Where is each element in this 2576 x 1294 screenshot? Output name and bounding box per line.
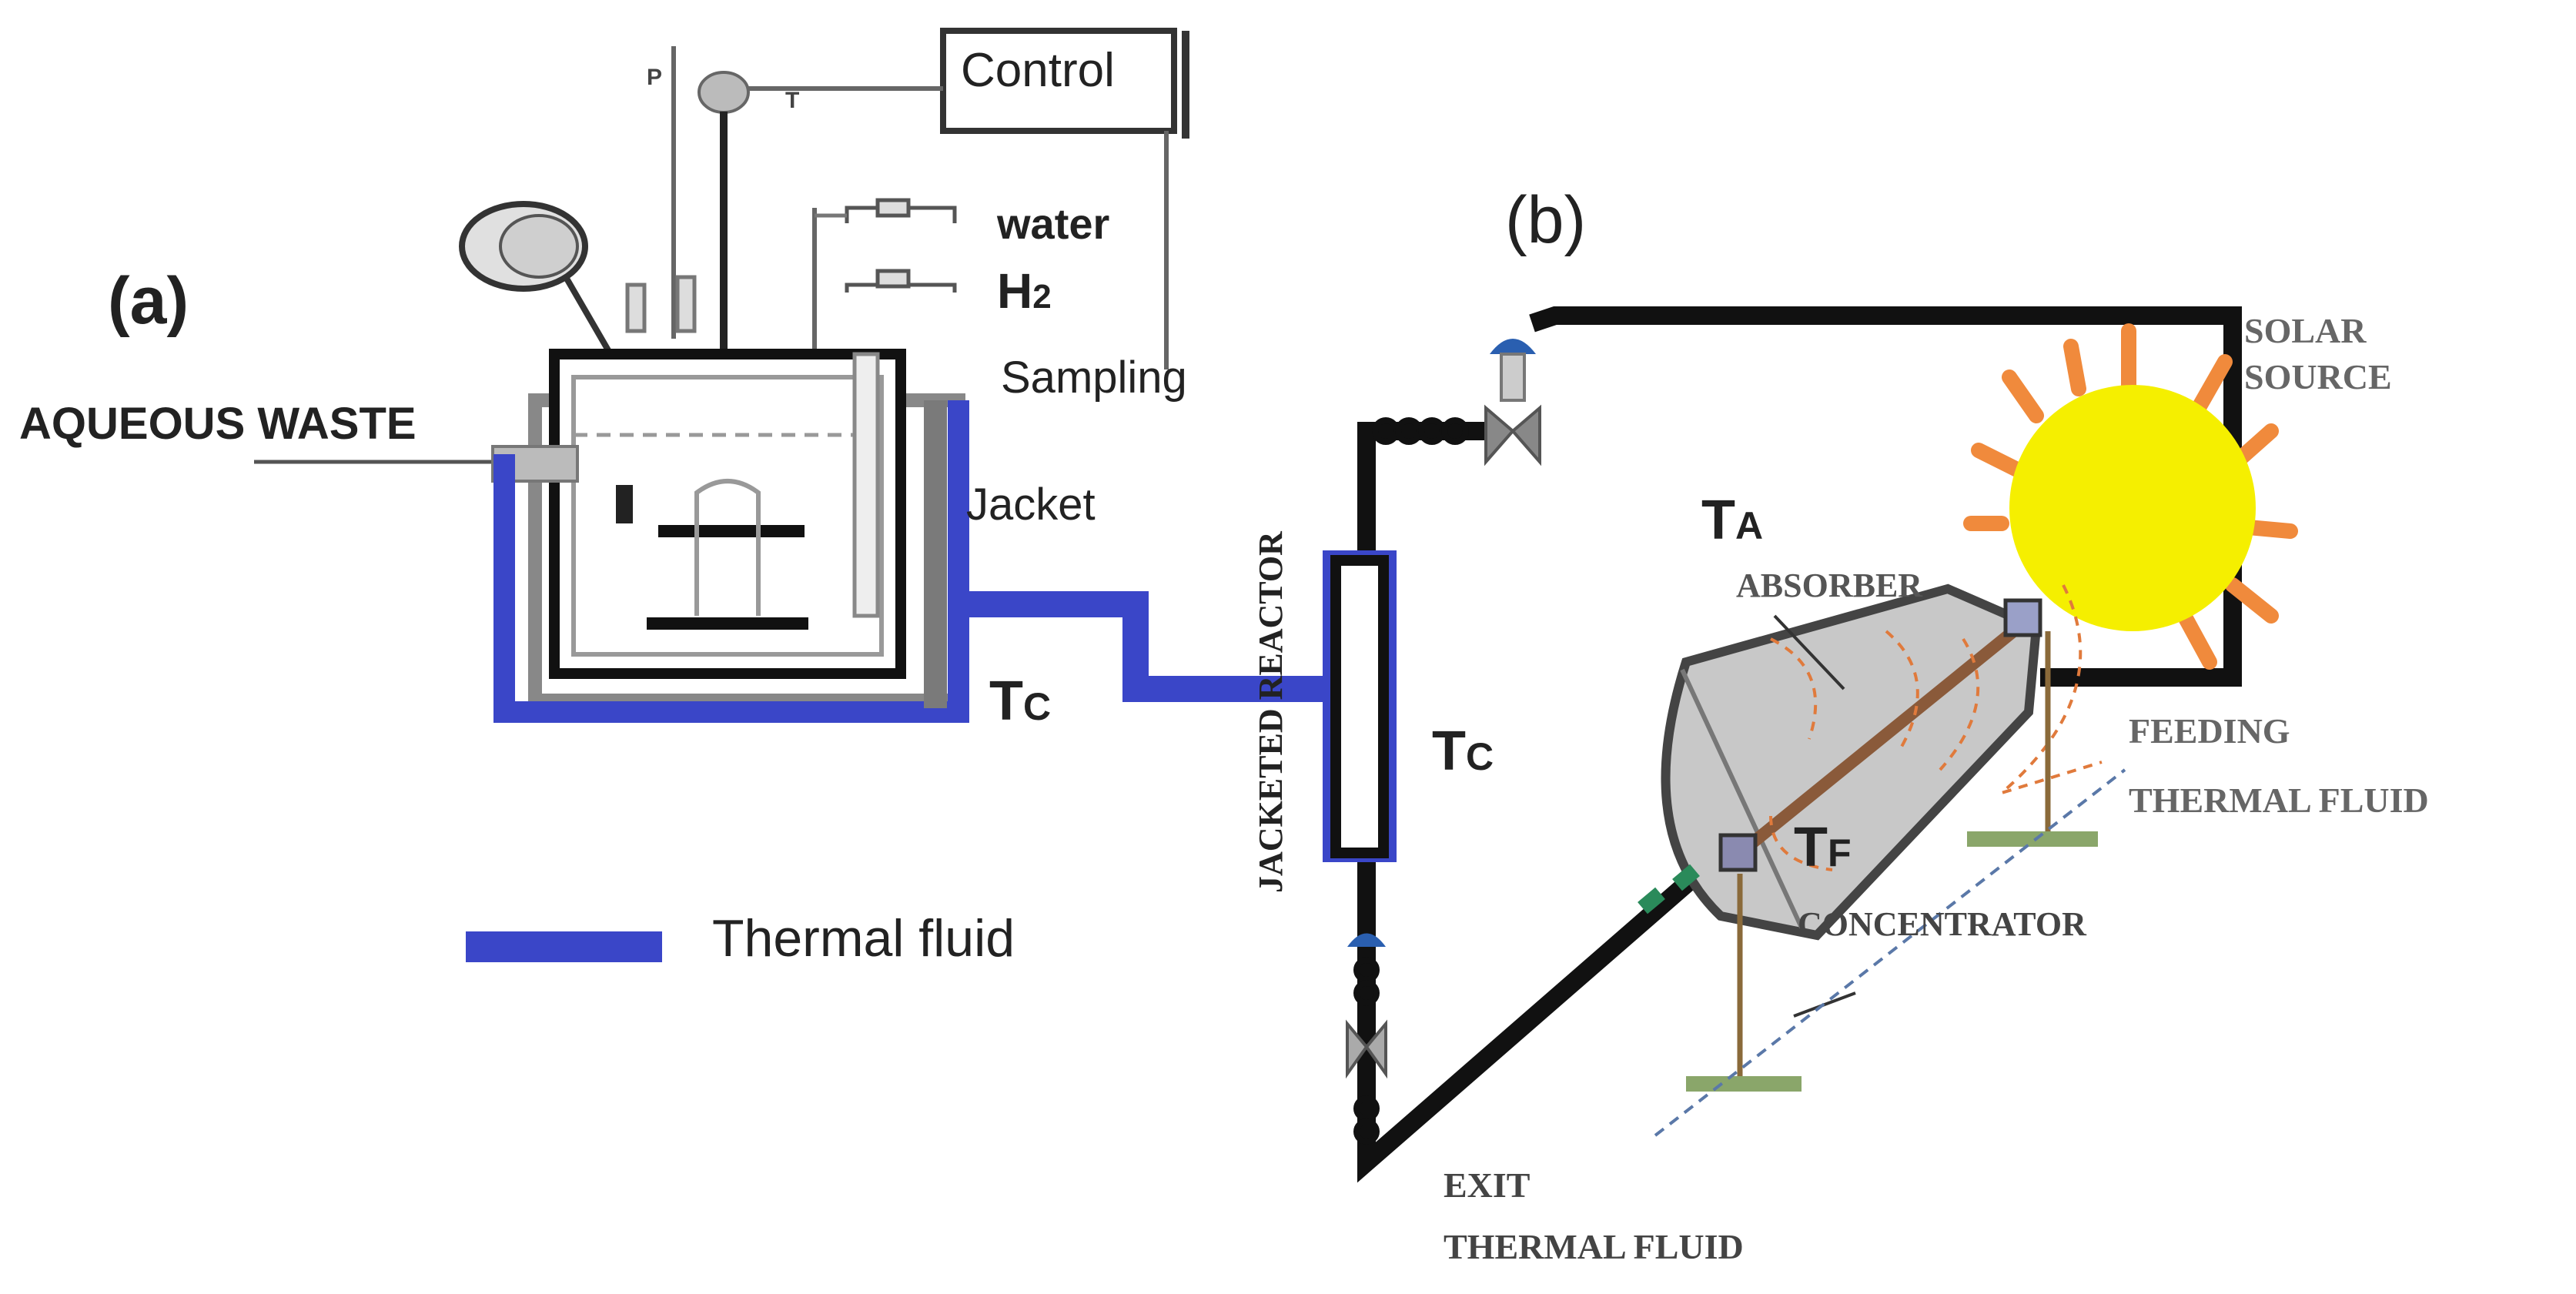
panel-a: (a) Control P T	[19, 28, 1328, 732]
sun-icon	[1963, 323, 2298, 670]
absorber-label: ABSORBER	[1736, 567, 1923, 604]
pressure-gauge-icon	[459, 201, 611, 353]
exit-thermal-fluid-label: EXIT THERMAL FLUID	[1444, 1165, 1744, 1266]
control-box: Control	[940, 28, 1189, 139]
tc-label-a: TC	[989, 670, 1051, 732]
flexible-hose-coils	[1353, 417, 1469, 1145]
panel-a-label: (a)	[108, 264, 189, 338]
aqueous-waste-label: AQUEOUS WASTE	[19, 399, 417, 449]
panel-b: (b) JACKETED REACTOR TC	[1252, 183, 2429, 1266]
tf-label: TF	[1794, 817, 1852, 878]
ground-pad	[1686, 1076, 1802, 1092]
gauge-t-label: T	[785, 88, 799, 113]
batch-reactor-vessel	[528, 349, 965, 707]
thermal-fluid-line	[958, 591, 1328, 702]
tc-label-b: TC	[1432, 721, 1494, 782]
jacket-label: Jacket	[966, 480, 1096, 530]
top-valve-icon	[1484, 339, 1541, 466]
feeding-thermal-fluid-label: FEEDING THERMAL FLUID	[2129, 711, 2429, 820]
control-label: Control	[961, 44, 1115, 97]
jacketed-reactor-column	[1323, 550, 1397, 862]
thermocouple-head-icon	[698, 71, 750, 114]
reactor-fittings	[625, 213, 847, 333]
ta-label: TA	[1701, 490, 1763, 551]
bottom-valve-icon	[1346, 933, 1387, 1079]
concentrator-label: CONCENTRATOR	[1798, 905, 2087, 943]
legend: Thermal fluid	[466, 909, 1015, 968]
panel-b-label: (b)	[1505, 183, 1586, 257]
aqueous-waste-inlet-arrow-icon	[254, 445, 579, 483]
legend-label: Thermal fluid	[712, 909, 1015, 968]
jacketed-reactor-label: JACKETED REACTOR	[1252, 530, 1290, 893]
sampling-label: Sampling	[1001, 353, 1187, 403]
thermal-fluid-jacket	[493, 400, 969, 723]
ground-pad	[1967, 831, 2098, 847]
h2-label: H2	[997, 263, 1052, 319]
parabolic-concentrator	[1661, 583, 2103, 941]
legend-swatch	[466, 931, 662, 962]
water-inlet-valve-icon	[845, 198, 957, 293]
water-label: water	[996, 199, 1109, 248]
solar-source-label: SOLAR SOURCE	[2244, 311, 2392, 396]
exit-fitting-icon	[1638, 864, 1700, 914]
gauge-p-label: P	[647, 65, 662, 90]
concentrator-supports	[1654, 631, 2126, 1137]
